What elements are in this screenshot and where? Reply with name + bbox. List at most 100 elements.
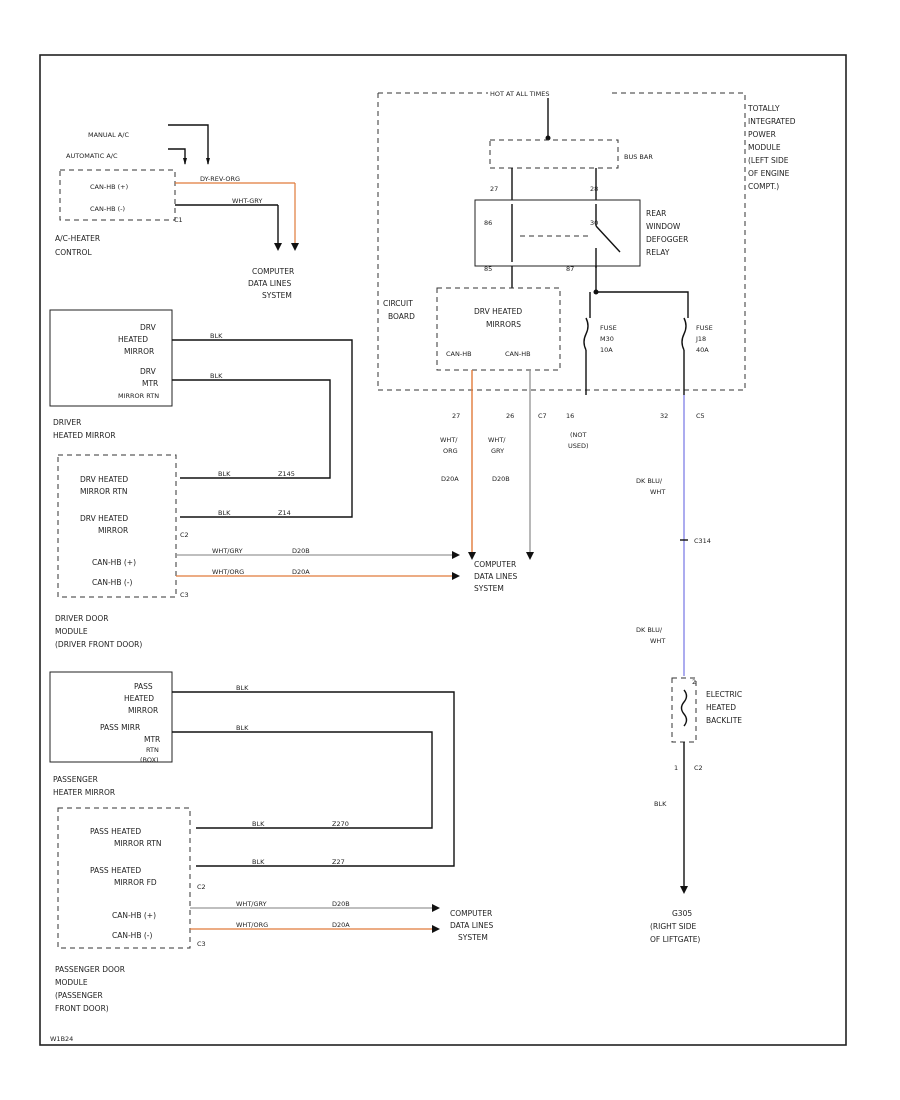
tipm-title-7: COMPT.) xyxy=(748,182,779,191)
dd-d20a: D20A xyxy=(292,568,310,576)
drv-heated-mirrors-label-2: MIRRORS xyxy=(486,320,521,329)
ac-cds-label-2: DATA LINES xyxy=(248,279,291,288)
pd-z27: Z27 xyxy=(332,858,345,866)
dd-blk2: BLK xyxy=(218,509,231,517)
diagram-frame xyxy=(39,54,847,1046)
drv-mirror-label1: DRIVER xyxy=(53,418,81,427)
dd-d20b: D20B xyxy=(292,547,310,555)
board-canhb-a: CAN-HB xyxy=(446,350,472,358)
bl-c314: C314 xyxy=(694,537,711,545)
drv-mirror-wire-inner xyxy=(172,379,331,479)
ac-canl-label: CAN-HB (-) xyxy=(90,205,125,213)
relay-switch-arm xyxy=(595,225,621,253)
drv-mirror-wire-outer xyxy=(172,339,353,518)
bus-bar-box xyxy=(489,139,619,169)
pd-gry-label: WHT/GRY xyxy=(236,900,267,908)
manual-ac-label: MANUAL A/C xyxy=(88,131,129,139)
pd-row1b: MIRROR RTN xyxy=(114,839,161,848)
rear-window-defogger-relay xyxy=(474,199,641,267)
tipm-pin-32: 32 xyxy=(660,412,668,420)
tipm-title-1: TOTALLY xyxy=(747,104,780,113)
ac-canh-label: CAN-HB (+) xyxy=(90,183,128,191)
fuse-m30-icon xyxy=(583,317,589,351)
not-used-label-1: (NOT xyxy=(570,431,587,439)
relay-pin-30: 30 xyxy=(590,219,598,227)
pd-c3: C3 xyxy=(197,940,206,948)
bl-g2: (RIGHT SIDE xyxy=(650,922,697,931)
dd-label3: (DRIVER FRONT DOOR) xyxy=(55,640,142,649)
pd-d20b: D20B xyxy=(332,900,350,908)
pd-row1a: PASS HEATED xyxy=(90,827,141,836)
d20a-label: D20A xyxy=(441,475,459,483)
circuit-board-label-1: CIRCUIT xyxy=(383,299,413,308)
fuse2-label-b: J18 xyxy=(695,335,706,343)
bus-bar-label: BUS BAR xyxy=(624,153,653,161)
dd-cds3: SYSTEM xyxy=(474,584,504,593)
tipm-pin-26: 26 xyxy=(506,412,514,420)
dd-canl: CAN-HB (-) xyxy=(92,578,132,587)
dd-canh: CAN-HB (+) xyxy=(92,558,136,567)
pd-cds1: COMPUTER xyxy=(450,909,492,918)
pm-line1: PASS xyxy=(134,682,153,691)
fuse2-label-c: 40A xyxy=(696,346,709,354)
gry-wire-label-2: GRY xyxy=(491,447,504,455)
dd-row1b: MIRROR RTN xyxy=(80,487,127,496)
bl-c2: C2 xyxy=(694,764,703,772)
diagram-code: W1B24 xyxy=(50,1035,73,1043)
bl-pin1: 1 xyxy=(674,764,678,772)
pm-line6: RTN xyxy=(146,746,159,754)
pm-blk2: BLK xyxy=(236,724,249,732)
fuse1-label-b: M30 xyxy=(600,335,614,343)
dd-c2: C2 xyxy=(180,531,189,539)
relay-label-2: WINDOW xyxy=(646,222,681,231)
org-wire-label-2: ORG xyxy=(443,447,458,455)
passenger-mirror-box xyxy=(49,671,173,763)
pm-line3: MIRROR xyxy=(128,706,158,715)
pd-blk2: BLK xyxy=(252,858,265,866)
relay-label-4: RELAY xyxy=(646,248,670,257)
pin-28-label: 28 xyxy=(590,185,598,193)
dd-label2: MODULE xyxy=(55,627,88,636)
pd-label4: FRONT DOOR) xyxy=(55,1004,109,1013)
pm-line5: MTR xyxy=(144,735,160,744)
driver-door-module-section: DRV HEATED MIRROR RTN DRV HEATED MIRROR … xyxy=(55,454,517,649)
relay-pin-87: 87 xyxy=(566,265,574,273)
tipm-c5-label: C5 xyxy=(696,412,705,420)
fuse2-label-a: FUSE xyxy=(696,324,713,332)
passenger-door-module-section: PASS HEATED MIRROR RTN PASS HEATED MIRRO… xyxy=(55,807,493,1013)
board-canhb-b: CAN-HB xyxy=(505,350,531,358)
ac-heater-control-box xyxy=(59,169,176,221)
pd-d20a: D20A xyxy=(332,921,350,929)
bl-label1: ELECTRIC xyxy=(706,690,742,699)
dd-row2b: MIRROR xyxy=(98,526,128,535)
ac-arrow-icons xyxy=(183,158,210,165)
drv-mirror-line1: DRV xyxy=(140,323,157,332)
pd-org-label: WHT/ORG xyxy=(236,921,268,929)
passenger-door-module-box xyxy=(57,807,191,949)
dd-label1: DRIVER DOOR xyxy=(55,614,108,623)
ac-heater-label-1: A/C-HEATER xyxy=(55,234,100,243)
fuse2-feed-wire xyxy=(596,291,689,318)
bl-w2a: DK BLU/ xyxy=(636,626,663,634)
pd-canh: CAN-HB (+) xyxy=(112,911,156,920)
relay-label-1: REAR xyxy=(646,209,666,218)
pd-z270: Z270 xyxy=(332,820,349,828)
dd-blk1: BLK xyxy=(218,470,231,478)
dd-z145: Z145 xyxy=(278,470,295,478)
pd-label2: MODULE xyxy=(55,978,88,987)
ac-heater-label-2: CONTROL xyxy=(55,248,92,257)
pd-row2b: MIRROR FD xyxy=(114,878,157,887)
bl-w2b: WHT xyxy=(650,637,665,645)
dd-cds1: COMPUTER xyxy=(474,560,516,569)
pm-label2: HEATER MIRROR xyxy=(53,788,115,797)
ac-cds-label-3: SYSTEM xyxy=(262,291,292,300)
pd-label3: (PASSENGER xyxy=(55,991,103,1000)
dd-c3: C3 xyxy=(180,591,189,599)
pm-label1: PASSENGER xyxy=(53,775,98,784)
automatic-ac-wire xyxy=(168,148,186,164)
fuse1-label-c: 10A xyxy=(600,346,613,354)
pd-cds3: SYSTEM xyxy=(458,933,488,942)
bl-w1b: WHT xyxy=(650,488,665,496)
tipm-title-3: POWER xyxy=(748,130,776,139)
bl-g1: G305 xyxy=(672,909,692,918)
